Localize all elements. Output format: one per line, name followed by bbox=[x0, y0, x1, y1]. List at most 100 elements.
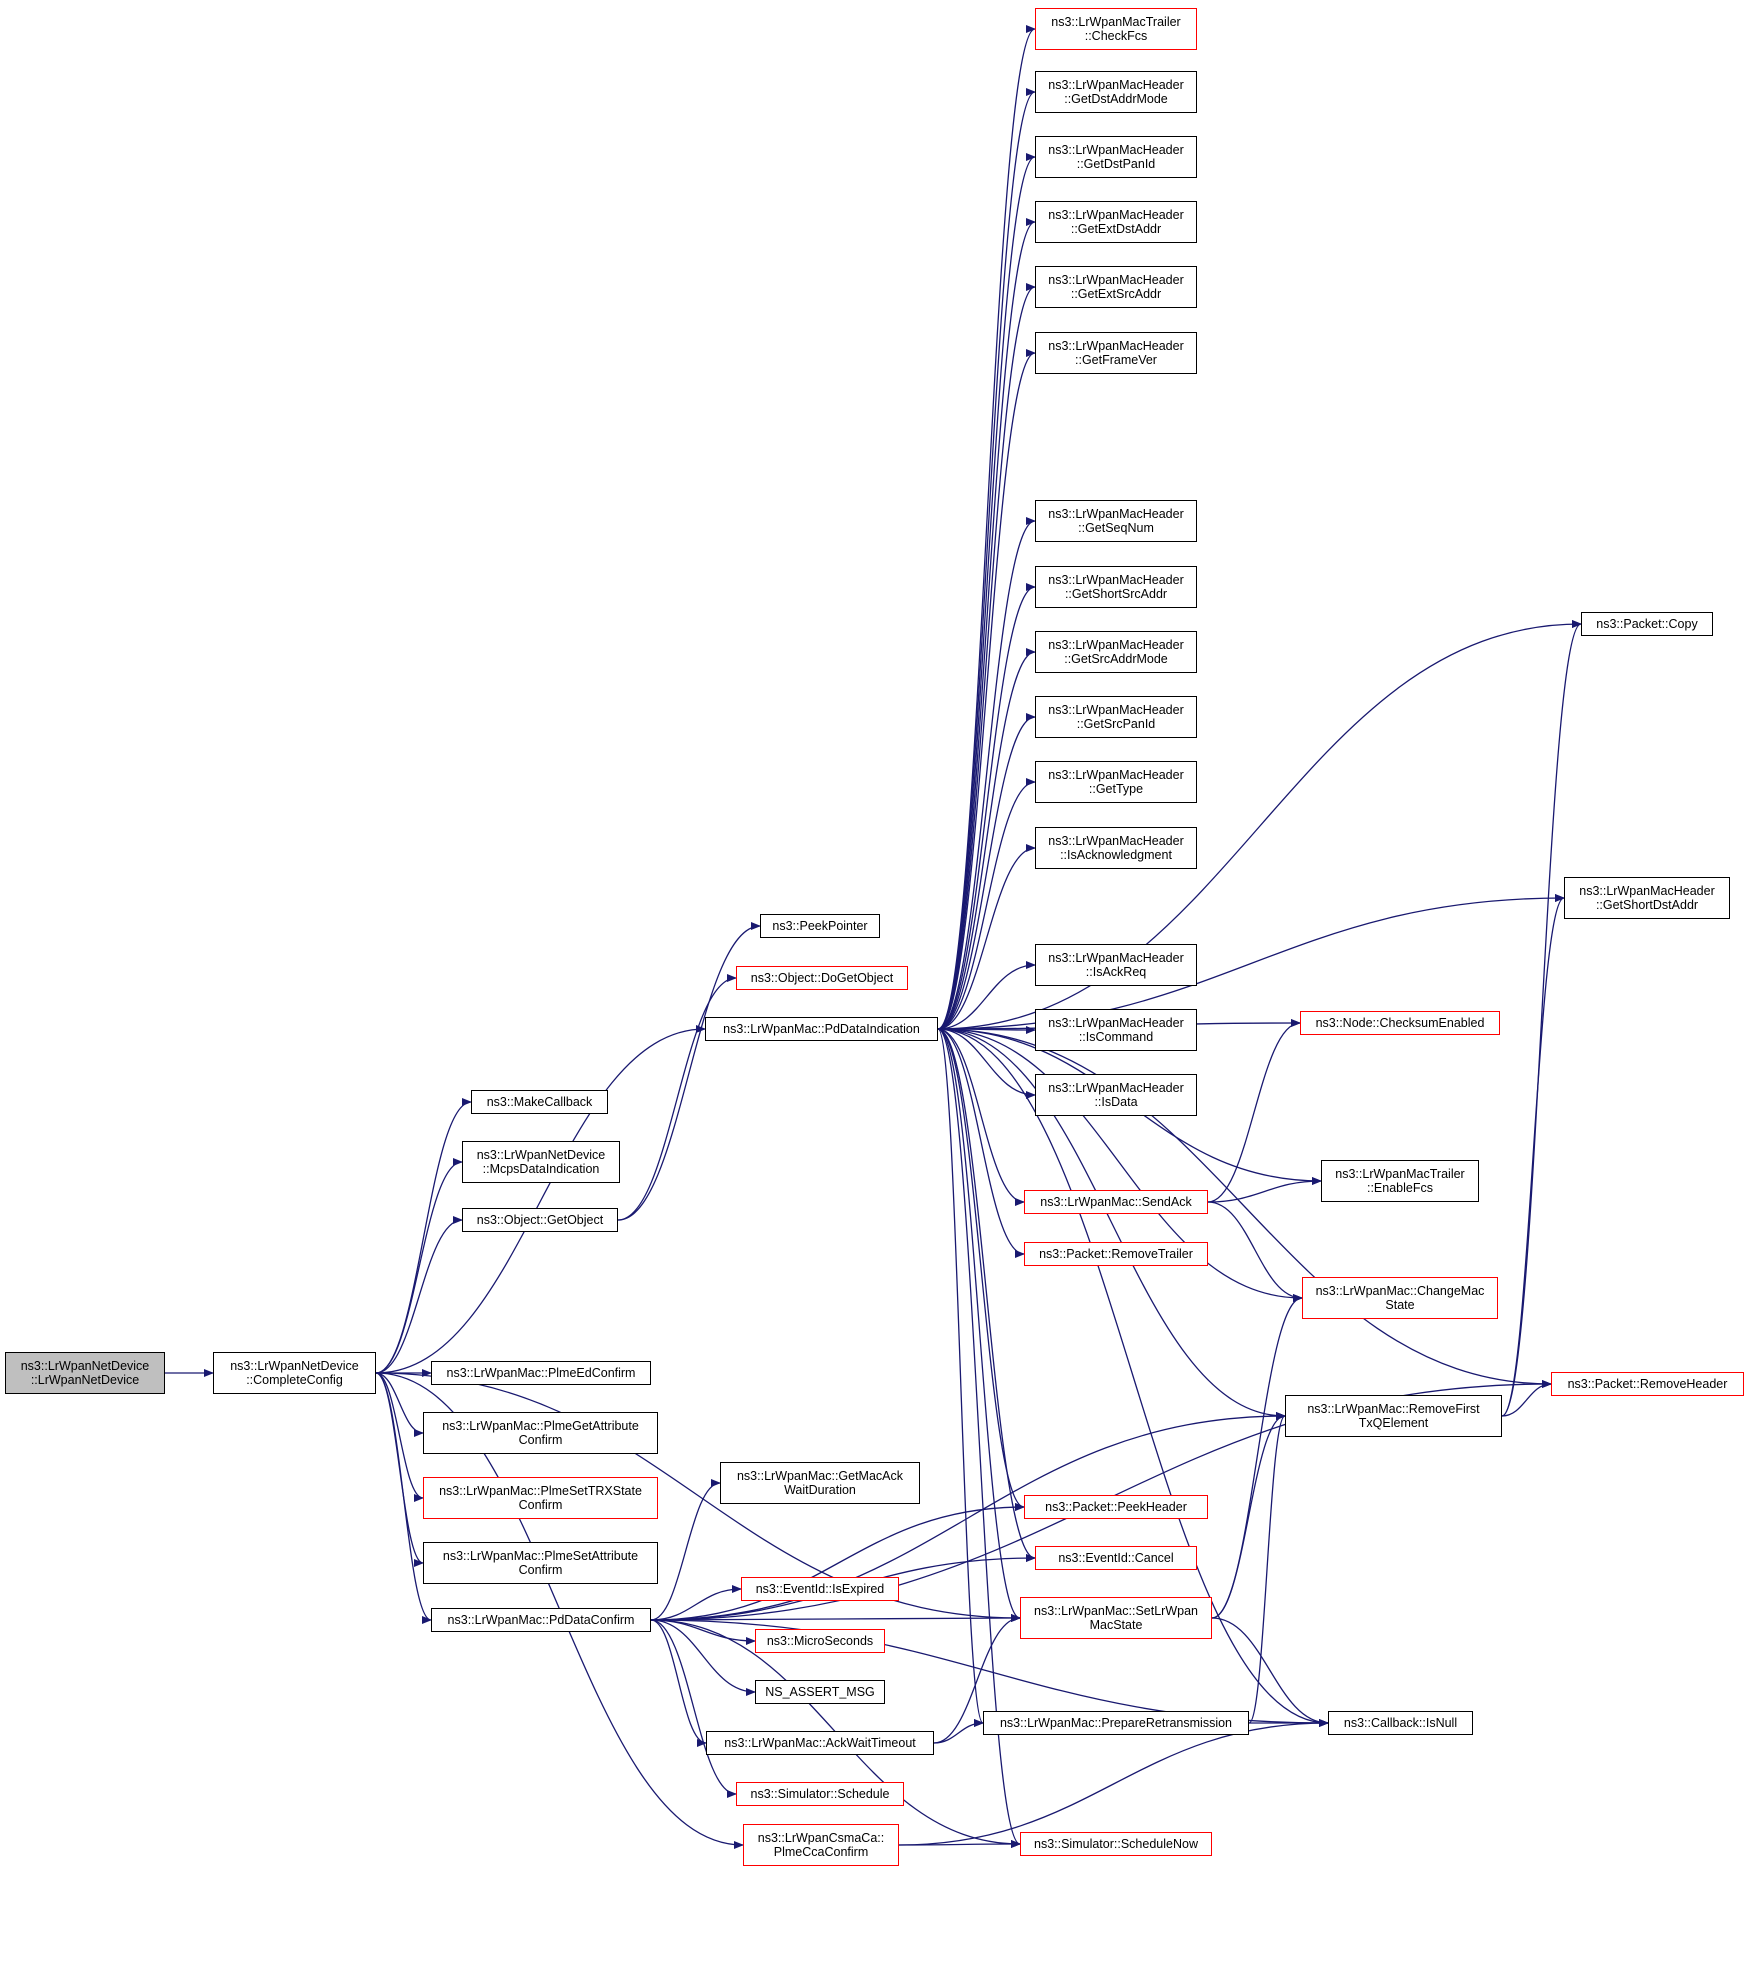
call-edge-complete-config-to-plme-get-attribute-confirm bbox=[375, 1372, 424, 1437]
function-node-get-frame-ver[interactable]: ns3::LrWpanMacHeader::GetFrameVer bbox=[1035, 332, 1197, 374]
function-node-is-command[interactable]: ns3::LrWpanMacHeader::IsCommand bbox=[1035, 1009, 1197, 1051]
function-node-label: ns3::LrWpanMac::PdDataConfirm bbox=[447, 1613, 635, 1627]
function-node-label: ns3::Packet::RemoveHeader bbox=[1567, 1377, 1728, 1391]
function-node-get-short-src-addr[interactable]: ns3::LrWpanMacHeader::GetShortSrcAddr bbox=[1035, 566, 1197, 608]
function-node-label: ns3::LrWpanMacHeader bbox=[1048, 951, 1184, 965]
function-node-get-ext-dst-addr[interactable]: ns3::LrWpanMacHeader::GetExtDstAddr bbox=[1035, 201, 1197, 243]
function-node-mcps-data-indication[interactable]: ns3::LrWpanNetDevice::McpsDataIndication bbox=[462, 1141, 620, 1183]
function-node-packet-remove-trailer[interactable]: ns3::Packet::RemoveTrailer bbox=[1024, 1242, 1208, 1266]
function-node-send-ack[interactable]: ns3::LrWpanMac::SendAck bbox=[1024, 1190, 1208, 1214]
function-node-get-dst-addr-mode[interactable]: ns3::LrWpanMacHeader::GetDstAddrMode bbox=[1035, 71, 1197, 113]
function-node-ack-wait-timeout[interactable]: ns3::LrWpanMac::AckWaitTimeout bbox=[706, 1731, 934, 1755]
function-node-label: ns3::LrWpanMac::PlmeEdConfirm bbox=[446, 1366, 636, 1380]
function-node-get-ext-src-addr[interactable]: ns3::LrWpanMacHeader::GetExtSrcAddr bbox=[1035, 266, 1197, 308]
function-node-pd-data-confirm[interactable]: ns3::LrWpanMac::PdDataConfirm bbox=[431, 1608, 651, 1632]
call-edge-pd-data-indication-to-get-short-dst-addr bbox=[937, 894, 1565, 1030]
function-node-csma-plme-cca-confirm[interactable]: ns3::LrWpanCsmaCa::PlmeCcaConfirm bbox=[743, 1824, 899, 1866]
function-node-simulator-schedule-now[interactable]: ns3::Simulator::ScheduleNow bbox=[1020, 1832, 1212, 1856]
function-node-label: ns3::LrWpanMac::PdDataIndication bbox=[723, 1022, 920, 1036]
function-node-peek-pointer[interactable]: ns3::PeekPointer bbox=[760, 914, 880, 938]
call-edge-pd-data-indication-to-get-dst-pan-id bbox=[937, 153, 1036, 1030]
function-node-node-checksum-enabled[interactable]: ns3::Node::ChecksumEnabled bbox=[1300, 1011, 1500, 1035]
function-node-label: ns3::Simulator::ScheduleNow bbox=[1034, 1837, 1198, 1851]
function-node-micro-seconds[interactable]: ns3::MicroSeconds bbox=[755, 1629, 885, 1653]
function-node-label: ns3::LrWpanMacHeader bbox=[1048, 143, 1184, 157]
function-node-label: ns3::Object::GetObject bbox=[476, 1213, 604, 1227]
call-edge-complete-config-to-pd-data-confirm bbox=[375, 1372, 432, 1624]
call-edge-ack-wait-timeout-to-prepare-retransmission bbox=[933, 1719, 984, 1744]
call-edge-pd-data-indication-to-event-id-cancel bbox=[937, 1028, 1036, 1562]
function-node-label: ns3::LrWpanMacHeader bbox=[1048, 834, 1184, 848]
call-edge-pd-data-indication-to-get-frame-ver bbox=[937, 349, 1036, 1030]
function-node-ns-assert-msg[interactable]: NS_ASSERT_MSG bbox=[755, 1680, 885, 1704]
function-node-label: ::LrWpanNetDevice bbox=[30, 1373, 140, 1387]
function-node-label: ::GetDstPanId bbox=[1076, 157, 1156, 171]
function-node-label: ns3::LrWpanMac::ChangeMac bbox=[1315, 1284, 1485, 1298]
function-node-label: ns3::LrWpanMacHeader bbox=[1048, 1016, 1184, 1030]
function-node-label: ns3::LrWpanMacTrailer bbox=[1051, 15, 1181, 29]
function-node-label: ns3::LrWpanMacHeader bbox=[1048, 78, 1184, 92]
call-edge-complete-config-to-set-lr-wpan-mac-state bbox=[375, 1372, 1021, 1622]
function-node-callback-is-null[interactable]: ns3::Callback::IsNull bbox=[1328, 1711, 1473, 1735]
function-node-get-seq-num[interactable]: ns3::LrWpanMacHeader::GetSeqNum bbox=[1035, 500, 1197, 542]
function-node-complete-config[interactable]: ns3::LrWpanNetDevice::CompleteConfig bbox=[213, 1352, 376, 1394]
function-node-label: ns3::LrWpanMacHeader bbox=[1048, 339, 1184, 353]
function-node-label: ns3::LrWpanMac::SetLrWpan bbox=[1034, 1604, 1198, 1618]
call-edge-ack-wait-timeout-to-set-lr-wpan-mac-state bbox=[933, 1614, 1021, 1744]
call-edge-pd-data-indication-to-trailer-check-fcs bbox=[937, 25, 1036, 1030]
function-node-label: ::GetExtSrcAddr bbox=[1070, 287, 1162, 301]
call-edge-remove-first-tx-q-element-to-packet-copy bbox=[1501, 620, 1582, 1417]
function-node-simulator-schedule[interactable]: ns3::Simulator::Schedule bbox=[736, 1782, 904, 1806]
call-edge-pd-data-indication-to-get-type bbox=[937, 778, 1036, 1030]
function-node-ctor: ns3::LrWpanNetDevice::LrWpanNetDevice bbox=[5, 1352, 165, 1394]
function-node-label: ns3::LrWpanMac::SendAck bbox=[1040, 1195, 1192, 1209]
function-node-trailer-check-fcs[interactable]: ns3::LrWpanMacTrailer::CheckFcs bbox=[1035, 8, 1197, 50]
function-node-get-object[interactable]: ns3::Object::GetObject bbox=[462, 1208, 618, 1232]
function-node-packet-peek-header[interactable]: ns3::Packet::PeekHeader bbox=[1024, 1495, 1208, 1519]
function-node-make-callback[interactable]: ns3::MakeCallback bbox=[471, 1090, 608, 1114]
function-node-get-short-dst-addr[interactable]: ns3::LrWpanMacHeader::GetShortDstAddr bbox=[1564, 877, 1730, 919]
function-node-is-acknowledgment[interactable]: ns3::LrWpanMacHeader::IsAcknowledgment bbox=[1035, 827, 1197, 869]
call-edge-send-ack-to-change-mac-state bbox=[1207, 1201, 1303, 1302]
function-node-packet-remove-header[interactable]: ns3::Packet::RemoveHeader bbox=[1551, 1372, 1744, 1396]
function-node-label: ns3::LrWpanMacHeader bbox=[1048, 1081, 1184, 1095]
function-node-get-dst-pan-id[interactable]: ns3::LrWpanMacHeader::GetDstPanId bbox=[1035, 136, 1197, 178]
function-node-pd-data-indication[interactable]: ns3::LrWpanMac::PdDataIndication bbox=[705, 1017, 938, 1041]
function-node-label: ::GetSeqNum bbox=[1078, 521, 1154, 535]
function-node-event-id-is-expired[interactable]: ns3::EventId::IsExpired bbox=[741, 1577, 899, 1601]
function-node-plme-ed-confirm[interactable]: ns3::LrWpanMac::PlmeEdConfirm bbox=[431, 1361, 651, 1385]
function-node-trailer-enable-fcs[interactable]: ns3::LrWpanMacTrailer::EnableFcs bbox=[1321, 1160, 1479, 1202]
function-node-label: ::IsAcknowledgment bbox=[1060, 848, 1172, 862]
function-node-label: ns3::MakeCallback bbox=[486, 1095, 593, 1109]
function-node-get-src-pan-id[interactable]: ns3::LrWpanMacHeader::GetSrcPanId bbox=[1035, 696, 1197, 738]
call-edge-pd-data-confirm-to-remove-first-tx-q-element bbox=[650, 1412, 1286, 1621]
function-node-label: ::GetType bbox=[1088, 782, 1144, 796]
function-node-is-ack-req[interactable]: ns3::LrWpanMacHeader::IsAckReq bbox=[1035, 944, 1197, 986]
function-node-is-data[interactable]: ns3::LrWpanMacHeader::IsData bbox=[1035, 1074, 1197, 1116]
function-node-label: ns3::EventId::IsExpired bbox=[755, 1582, 885, 1596]
call-edge-pd-data-indication-to-get-dst-addr-mode bbox=[937, 88, 1036, 1030]
function-node-get-src-addr-mode[interactable]: ns3::LrWpanMacHeader::GetSrcAddrMode bbox=[1035, 631, 1197, 673]
call-edge-get-object-to-peek-pointer bbox=[617, 922, 761, 1221]
function-node-label: ns3::LrWpanNetDevice bbox=[476, 1148, 606, 1162]
function-node-prepare-retransmission[interactable]: ns3::LrWpanMac::PrepareRetransmission bbox=[983, 1711, 1249, 1735]
function-node-label: ns3::LrWpanMacHeader bbox=[1048, 768, 1184, 782]
function-node-label: ns3::LrWpanMacHeader bbox=[1048, 273, 1184, 287]
function-node-get-type[interactable]: ns3::LrWpanMacHeader::GetType bbox=[1035, 761, 1197, 803]
function-node-label: PlmeCcaConfirm bbox=[773, 1845, 869, 1859]
function-node-label: ns3::PeekPointer bbox=[772, 919, 868, 933]
call-edge-complete-config-to-get-object bbox=[375, 1216, 463, 1374]
function-node-packet-copy[interactable]: ns3::Packet::Copy bbox=[1581, 612, 1713, 636]
function-node-do-get-object[interactable]: ns3::Object::DoGetObject bbox=[736, 966, 908, 990]
function-node-event-id-cancel[interactable]: ns3::EventId::Cancel bbox=[1035, 1546, 1197, 1570]
function-node-label: ::IsData bbox=[1094, 1095, 1138, 1109]
call-edge-pd-data-indication-to-packet-remove-trailer bbox=[937, 1028, 1025, 1258]
call-edge-send-ack-to-trailer-enable-fcs bbox=[1207, 1177, 1322, 1203]
